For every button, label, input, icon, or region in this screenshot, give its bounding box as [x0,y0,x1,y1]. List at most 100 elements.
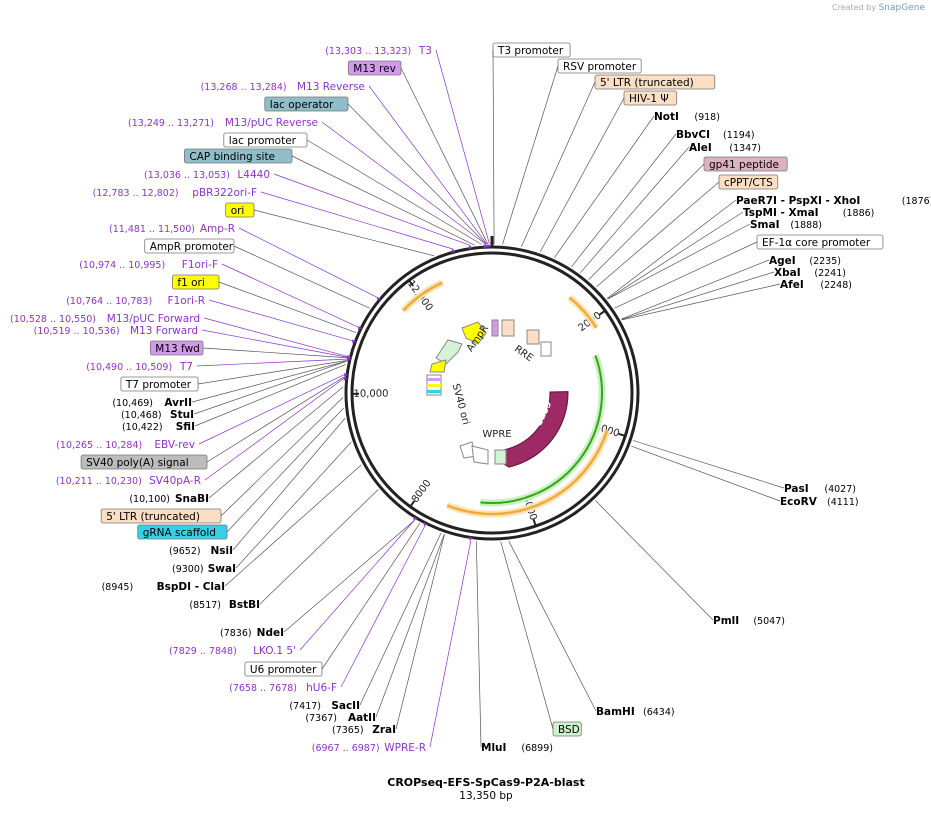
feature-label-3-right: HIV-1 Ψ [539,90,678,253]
feature-label-33-left: NdeI(7836) [220,520,415,639]
enzyme-name: BbvCI [676,129,710,141]
primer-arrowhead [487,244,492,249]
feature-label-11-left: AmpR promoter [144,238,370,309]
enzyme-loc: (1194) [723,130,755,141]
enzyme-name: AfeI [780,279,804,291]
feature-box-text: ori [231,205,245,217]
enzyme-name: NdeI [257,627,284,639]
inner-label: RRE [512,344,535,365]
leader-line [208,299,353,342]
feature-label-9-left: ori [225,202,435,257]
leader-line [596,181,720,287]
leader-line [400,67,489,245]
feature-label-32-left: BstBI(8517) [189,489,379,611]
leader-line [621,271,775,320]
leader-line [273,173,471,246]
leader-line [196,358,347,367]
primer-arrowhead [451,249,456,254]
backbone-outer-ring [344,245,640,541]
feature-label-39-left: ZraI(7365) [332,534,445,736]
leader-line [614,241,758,309]
tick-mark [532,519,537,527]
leader-line [283,520,415,633]
primer-arrowhead [344,372,349,377]
orange-arc [402,281,443,312]
primer-name: M13/pUC Reverse [225,117,318,129]
leader-line [500,541,554,730]
inner-label: SV40 ori [450,383,472,427]
orange-arc [568,296,598,329]
feature-label-0-left: T3(13,303 .. 13,323) [325,45,492,249]
enzyme-loc: (1876) [902,196,931,207]
ampr-arrow [461,321,487,345]
feature-label-4-left: M13/pUC Reverse(13,249 .. 13,271) [128,117,488,249]
leader-line [429,540,472,748]
enzyme-loc: (8945) [102,582,134,593]
enzyme-name: PmlI [713,615,739,627]
primer-loc: (10,974 .. 10,995) [79,260,165,271]
bsd-arc [480,355,603,504]
feature-label-30-left: SwaI(9300) [172,441,352,575]
tick-mark [598,309,606,316]
leader-line [198,374,345,445]
feature-label-15-left: M13/pUC Forward(10,528 .. 10,550) [10,313,352,359]
feature-label-20-right: BSD [500,541,582,737]
enzyme-loc: (10,100) [129,494,170,505]
enzyme-loc: (4111) [827,497,859,508]
feature-label-26-left: SnaBI(10,100) [129,386,344,505]
enzyme-name: ZraI [372,724,396,736]
wpre-glyph-3 [494,449,507,465]
feature-label-24-left: SV40 poly(A) signal [80,376,345,470]
leader-line [191,360,347,403]
feature-label-1-right: RSV promoter [502,58,642,245]
feature-box-text: lac promoter [229,135,297,147]
leader-line [539,97,625,253]
enzyme-name: SacII [331,700,360,712]
enzyme-loc: (7367) [305,713,337,724]
enzyme-loc: (9652) [169,546,201,557]
primer-name: T7 [179,361,193,373]
primer-name: M13 Reverse [297,81,365,93]
enzyme-name: SfiI [176,421,195,433]
leader-line [232,417,346,551]
sv40-stripe-1 [427,378,441,381]
feature-box-text: HIV-1 Ψ [629,93,669,105]
primer-arrowhead [377,296,382,301]
feature-label-2-right: 5' LTR (truncated) [520,74,716,248]
feature-label-17-right: EcoRV(4111) [631,445,859,508]
primer-loc: (10,764 .. 10,783) [66,296,152,307]
feature-label-16-right: PasI(4027) [633,440,856,495]
feature-label-19-left: T7 promoter [120,360,347,392]
leader-line [621,283,781,321]
f1-ori-arrow [435,339,463,365]
enzyme-name: StuI [170,409,194,421]
feature-label-27-left: 5' LTR (truncated) [100,397,344,524]
feature-label-31-left: BspDI - ClaI(8945) [102,464,362,593]
ori-glyph [429,359,447,373]
leader-line [621,259,770,320]
feature-label-14-right: XbaI(2241) [621,267,846,320]
leader-line [201,329,348,358]
leader-line [571,133,677,268]
primer-name: hU6-F [306,682,337,694]
leader-line [359,532,442,706]
sv40-stripe-2 [427,384,441,387]
leader-line [221,263,359,328]
leader-line [633,440,785,489]
sv40-stripe-3 [427,390,441,393]
primer-loc: (10,265 .. 10,284) [56,440,142,451]
feature-box-text: 5' LTR (truncated) [106,511,200,523]
feature-label-2-left: M13 Reverse(13,268 .. 13,284) [201,81,489,249]
leader-line [224,464,362,587]
leader-line [299,519,415,651]
feature-label-12-left: F1ori-F(10,974 .. 10,995) [79,259,363,331]
primer-loc: (11,481 .. 11,500) [109,224,195,235]
feature-label-0-right: T3 promoter [492,42,571,245]
orange-arc [446,429,609,516]
feature-label-7-left: L4440(13,036 .. 13,053) [144,169,473,250]
leader-line [579,146,690,274]
feature-label-10-right: TspMI - XmaI(1886) [607,207,874,300]
feature-label-5-left: lac promoter [223,132,482,245]
primer-arrowhead [413,516,418,521]
leader-line [520,81,596,248]
